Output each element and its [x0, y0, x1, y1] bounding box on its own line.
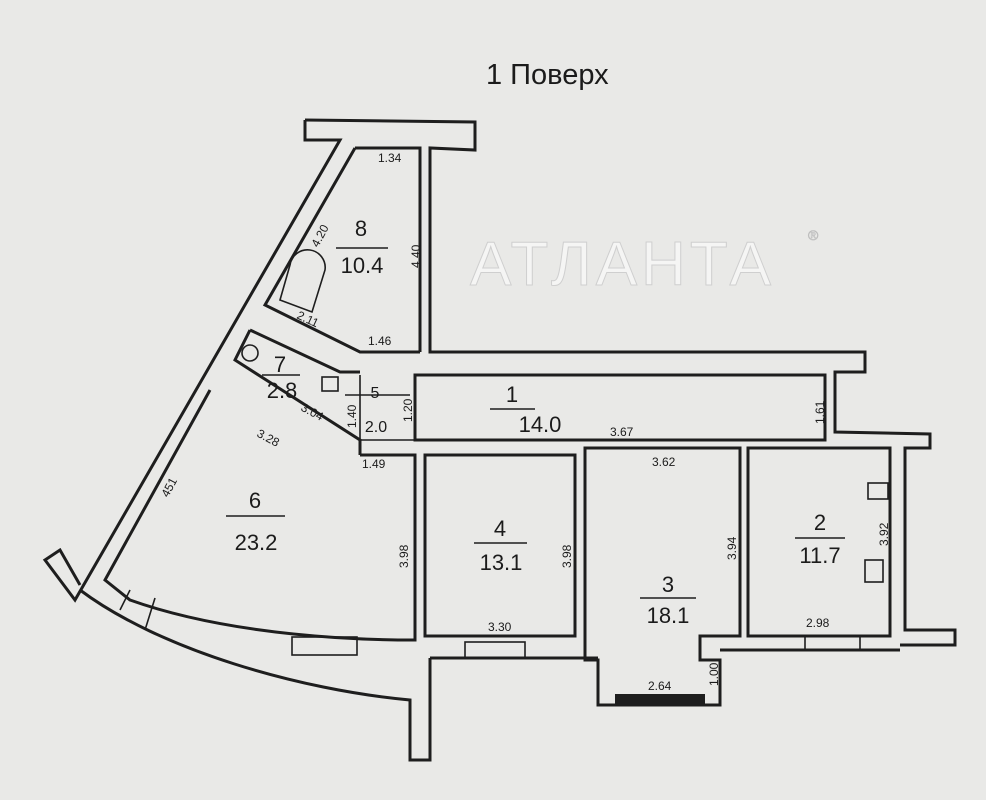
stove-icon — [864, 559, 884, 583]
dimension-labels: 1.34 4.20 4.40 2.11 1.46 1.20 1.40 3.04 … — [158, 151, 891, 693]
dimension: 3.04 — [299, 400, 326, 423]
dimension: 1.49 — [362, 457, 386, 471]
dimension: 3.98 — [560, 544, 574, 568]
room-5-number: 5 — [371, 385, 380, 402]
room-4-area: 13.1 — [480, 550, 523, 575]
room-6-area: 23.2 — [235, 530, 278, 555]
dimension: 2.64 — [648, 679, 672, 693]
dimension: 3.92 — [877, 522, 891, 546]
dimension: 3.62 — [652, 455, 676, 469]
room-4-number: 4 — [494, 516, 506, 541]
dimension: 2.98 — [806, 616, 830, 630]
room-2-area: 11.7 — [799, 543, 840, 568]
kitchen-sink-icon — [867, 482, 889, 500]
fixtures — [241, 249, 889, 583]
dimension: 1.20 — [401, 398, 415, 422]
room-1-area: 14.0 — [519, 412, 562, 437]
room-6-number: 6 — [249, 488, 261, 513]
toilet-icon — [241, 344, 259, 362]
dimension: 1.61 — [813, 400, 827, 424]
room-labels: 1 14.0 2 11.7 3 18.1 4 13.1 5 2.0 6 23.2… — [226, 216, 845, 628]
dimension: 1.00 — [707, 662, 721, 686]
room-7-number: 7 — [274, 352, 286, 377]
dimension: 1.46 — [368, 334, 392, 348]
watermark: АТЛАНТА — [470, 230, 775, 299]
room-5-area: 2.0 — [365, 419, 387, 436]
room-8-area: 10.4 — [341, 253, 384, 278]
bathtub-icon — [279, 249, 326, 314]
plan-title: 1 Поверх — [486, 59, 609, 91]
dimension: 1.40 — [345, 404, 359, 428]
dimension: 3.30 — [488, 620, 512, 634]
room-8-number: 8 — [355, 216, 367, 241]
room-3-area: 18.1 — [647, 603, 690, 628]
dimension: 3.98 — [397, 544, 411, 568]
room-3-number: 3 — [662, 572, 674, 597]
room-2-number: 2 — [814, 510, 826, 535]
dimension: 3.67 — [610, 425, 634, 439]
room-7-area: 2.8 — [267, 378, 298, 403]
dimension: 1.34 — [378, 151, 402, 165]
windows — [119, 589, 861, 704]
dimension: 3.94 — [725, 536, 739, 560]
dimension: 4.40 — [409, 244, 423, 268]
walls — [42, 118, 957, 762]
dimension: 3.28 — [255, 426, 282, 449]
watermark-registered-mark: ® — [808, 227, 819, 243]
room-1-number: 1 — [506, 382, 518, 407]
sink-icon — [321, 376, 339, 392]
